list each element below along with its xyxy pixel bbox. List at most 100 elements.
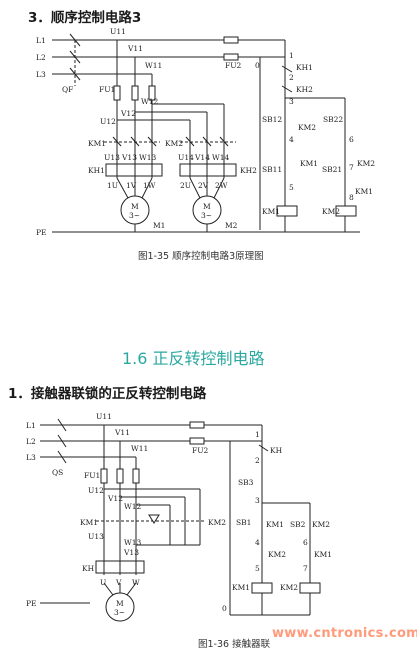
label-l3-2: L3: [26, 453, 36, 462]
label-w: W: [132, 578, 140, 587]
label-w13-2: W13: [124, 538, 141, 547]
label-l1-2: L1: [26, 421, 36, 430]
label-pe: PE: [36, 228, 47, 237]
label-km2-coil: KM2: [322, 207, 340, 216]
label-u12: U12: [100, 117, 116, 126]
label-2v: 2V: [198, 181, 209, 190]
label-km2-coil-2: KM2: [280, 583, 298, 592]
label-v12: V12: [120, 109, 136, 118]
label-m2: M2: [225, 221, 238, 230]
label-pe-2: PE: [26, 599, 37, 608]
label-u13-2: U13: [88, 532, 104, 541]
label-node-6: 6: [349, 135, 354, 144]
label-km1-contact-b-2: KM1: [314, 550, 332, 559]
figure-caption-1-35: 图1-35 顺序控制电路3原理图: [138, 251, 264, 262]
watermark: www.cntronics.com: [272, 626, 417, 641]
label-motor2-sym: 3~: [201, 211, 212, 220]
label-node-3: 3: [289, 97, 294, 106]
label-node-7-2: 7: [303, 564, 308, 573]
label-kh1: KH1: [88, 166, 105, 175]
label-km2-contact-b: KM2: [357, 159, 375, 168]
label-fu2-2: FU2: [192, 446, 209, 455]
label-v11-2: V11: [114, 428, 130, 437]
label-km1-contact-a: KM1: [300, 159, 318, 168]
label-2u: 2U: [180, 181, 191, 190]
label-1w: 1W: [143, 181, 156, 190]
label-v14: V14: [194, 153, 210, 162]
diagram-interlock-forward-reverse: L1 L2 L3 QS U11 V11 W11 FU1 FU2 U12 V12 …: [26, 412, 332, 622]
label-fu1: FU1: [99, 85, 115, 94]
label-kh-contact: KH: [270, 446, 283, 455]
label-motor-m: M: [116, 599, 124, 608]
label-v11: V11: [127, 44, 143, 53]
label-qf: QF: [62, 85, 73, 94]
label-v12-2: V12: [107, 494, 123, 503]
label-qs: QS: [52, 468, 63, 477]
label-node-0: 0: [255, 61, 260, 70]
label-u11: U11: [110, 27, 126, 36]
label-fu2: FU2: [225, 61, 242, 70]
figure-caption-1-36: 图1-36 接触器联: [198, 639, 271, 650]
label-w12: W12: [141, 97, 158, 106]
label-node-1-2: 1: [255, 430, 260, 439]
label-kh2: KH2: [240, 166, 257, 175]
label-node-6-2: 6: [303, 538, 308, 547]
label-km1-coil-2: KM1: [232, 583, 250, 592]
label-l3: L3: [36, 70, 46, 79]
label-1u: 1U: [107, 181, 118, 190]
label-l2: L2: [36, 53, 46, 62]
label-sb1: SB1: [236, 518, 251, 527]
label-km2-main-2: KM2: [208, 518, 226, 527]
label-sb3: SB3: [238, 478, 254, 487]
label-node-1: 1: [289, 51, 294, 60]
label-kh2-contact: KH2: [296, 85, 313, 94]
label-l1: L1: [36, 36, 46, 45]
label-2w: 2W: [215, 181, 228, 190]
label-node-0-2: 0: [222, 604, 227, 613]
label-node-7: 7: [349, 163, 354, 172]
label-u14: U14: [178, 153, 194, 162]
label-node-4: 4: [289, 135, 294, 144]
label-m1: M1: [153, 221, 165, 230]
label-u13: U13: [104, 153, 120, 162]
label-w13: W13: [139, 153, 156, 162]
label-km1-coil: KM1: [262, 207, 280, 216]
label-km1-contact-b: KM1: [355, 187, 373, 196]
label-km2-contact-a: KM2: [298, 123, 316, 132]
label-w14: W14: [212, 153, 229, 162]
label-node-2: 2: [289, 73, 294, 82]
label-v13-2: V13: [123, 548, 139, 557]
label-km1-main-2: KM1: [80, 518, 98, 527]
label-node-5: 5: [289, 183, 294, 192]
label-kh1-contact: KH1: [296, 63, 313, 72]
label-node-5-2: 5: [255, 564, 260, 573]
label-sb11: SB11: [262, 165, 282, 174]
label-w11: W11: [145, 61, 162, 70]
label-l2-2: L2: [26, 437, 36, 446]
diagram-sequence-control-3: L1 L2 L3 QF U11 V11 W11 FU1 FU2 W12 V12 …: [36, 27, 375, 237]
label-motor-sym: 3~: [114, 608, 125, 617]
label-node-2-2: 2: [255, 456, 260, 465]
label-w11-2: W11: [131, 444, 148, 453]
label-node-4-2: 4: [255, 538, 260, 547]
label-sb2: SB2: [290, 520, 306, 529]
label-sb21: SB21: [322, 165, 342, 174]
label-motor1-sym: 3~: [129, 211, 140, 220]
label-sb22: SB22: [323, 115, 343, 124]
label-km1-main: KM1: [88, 139, 106, 148]
label-kh-main: KH: [82, 564, 95, 573]
label-sb12: SB12: [262, 115, 282, 124]
label-km2-main: KM2: [165, 139, 183, 148]
label-fu1-2: FU1: [84, 471, 100, 480]
label-km2-contact-b-2: KM2: [268, 550, 286, 559]
label-motor2-m: M: [203, 202, 211, 211]
section-title-forward-reverse: 1.6 正反转控制电路: [122, 349, 265, 368]
label-node-8: 8: [349, 193, 354, 202]
label-1v: 1V: [126, 181, 137, 190]
heading-interlock-circuit: 1．接触器联锁的正反转控制电路: [8, 386, 207, 402]
heading-sequence-circuit-3: 3．顺序控制电路3: [28, 10, 142, 26]
label-km1-contact-a-2: KM1: [266, 520, 284, 529]
label-u11-2: U11: [96, 412, 112, 421]
label-km2-contact-a-2: KM2: [312, 520, 330, 529]
label-motor1-m: M: [131, 202, 139, 211]
